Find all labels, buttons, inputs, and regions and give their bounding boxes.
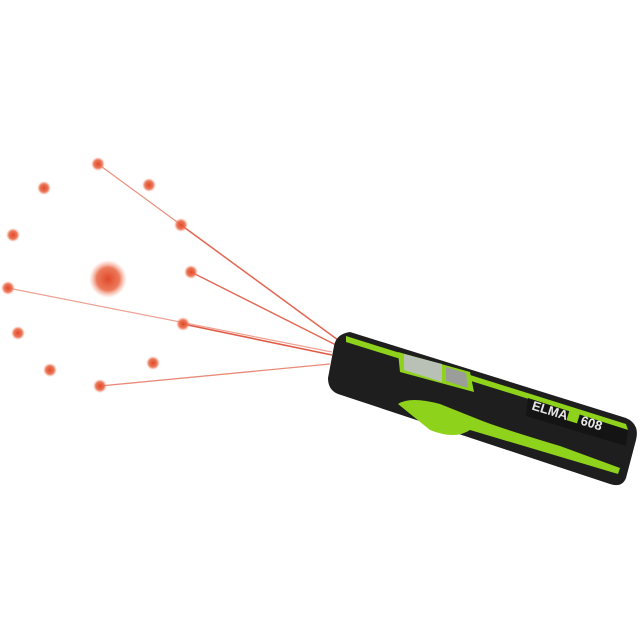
laser-dot (1, 281, 15, 295)
laser-dots (1, 157, 198, 393)
display-screen (404, 354, 442, 382)
laser-dot (174, 218, 188, 232)
laser-dot (184, 265, 198, 279)
laser-beam (99, 363, 331, 387)
laser-dot (6, 228, 20, 242)
laser-dot (93, 379, 107, 393)
laser-beam (7, 287, 333, 353)
laser-dot (43, 363, 57, 377)
laser-beam (190, 271, 337, 346)
laser-dot (146, 356, 160, 370)
laser-dot (142, 178, 156, 192)
laser-beam (180, 224, 339, 341)
laser-dot (37, 181, 51, 195)
grip-accent (398, 400, 620, 474)
laser-dot (91, 157, 105, 171)
logo-mark (566, 407, 581, 424)
thermometer-device: ELMA 608 (328, 332, 637, 486)
laser-dot (176, 317, 190, 331)
laser-beams (7, 163, 339, 387)
model-logo: 608 (579, 413, 604, 434)
laser-center-spot (89, 260, 127, 298)
button (446, 367, 468, 388)
laser-beam (182, 323, 333, 356)
laser-dot (11, 326, 25, 340)
